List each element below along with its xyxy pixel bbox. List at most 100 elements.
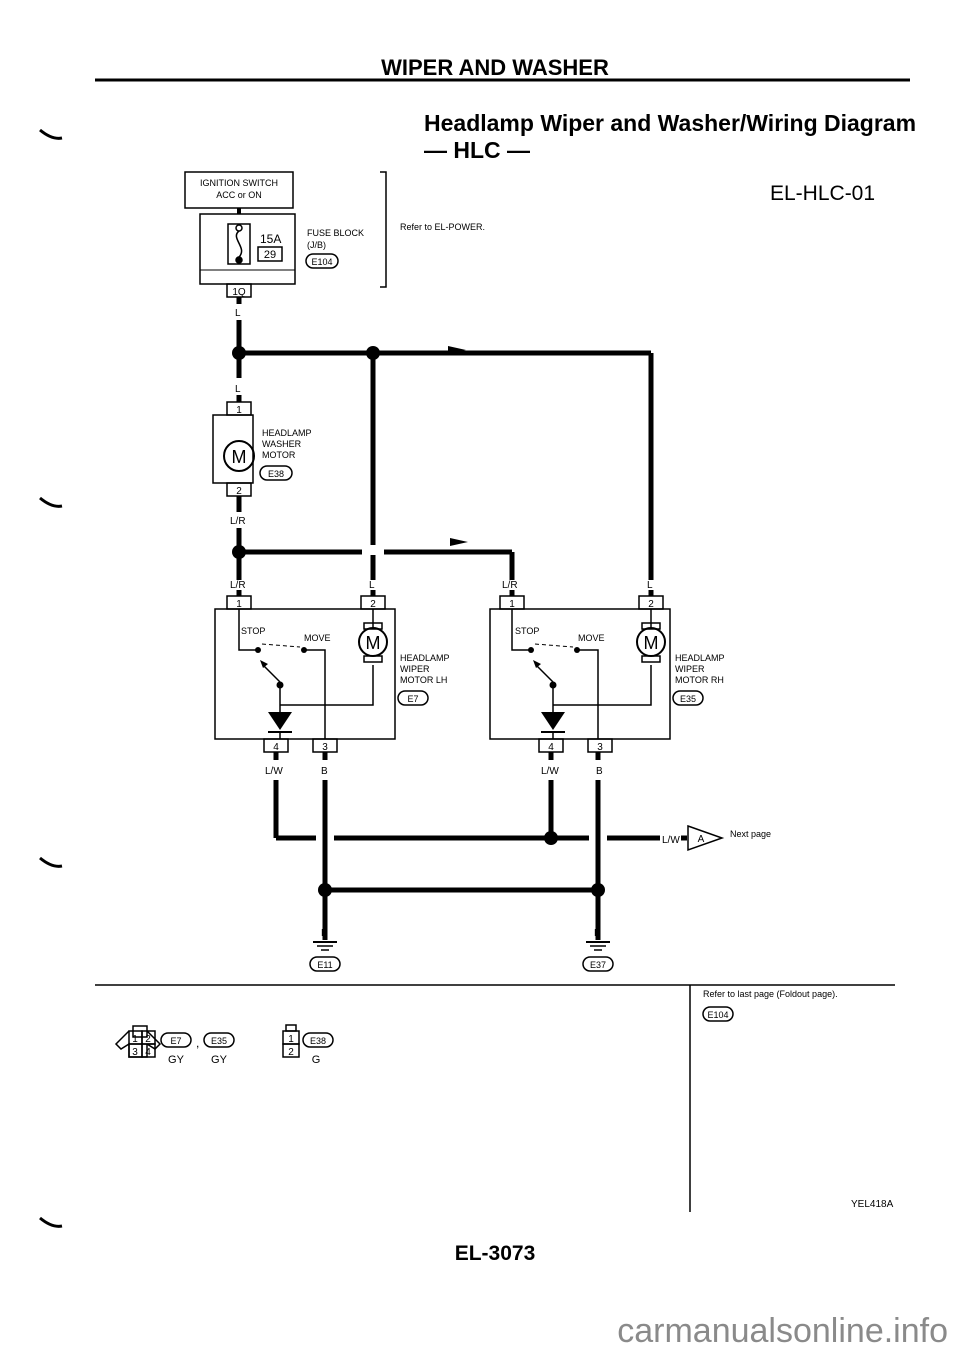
next-page-arrow-icon (687, 824, 725, 852)
legend-e104: E104 (707, 1010, 728, 1020)
washer-motor-label: HEADLAMP (262, 428, 312, 438)
lh-pin3: 3 (322, 742, 328, 753)
ignition-switch-label: IGNITION SWITCH (200, 178, 278, 188)
fuse-connector: E104 (311, 257, 332, 267)
washer-motor-label-2: WASHER (262, 439, 302, 449)
washer-pin-top: 1 (236, 405, 242, 416)
ground-connector-oval-2 (582, 956, 614, 972)
lh-motor-box (214, 608, 396, 740)
lh-motor-label-2: WIPER (400, 664, 430, 674)
junction-dot-3 (232, 545, 246, 559)
rh-motor-label-2: WIPER (675, 664, 705, 674)
legend-pin1: 1 (132, 1034, 138, 1045)
ground-connector-2: E37 (590, 960, 606, 970)
rh-pin1: 1 (509, 599, 515, 610)
wires-lr (236, 496, 515, 580)
rh-motor-label-3: MOTOR RH (675, 675, 724, 685)
legend-e38: E38 (310, 1036, 326, 1046)
legend-color-gy-2: GY (211, 1054, 228, 1066)
junction-dot-2 (366, 346, 380, 360)
rh-motor-m: M (644, 633, 659, 653)
diagram-code: EL-HLC-01 (770, 182, 875, 205)
legend-color-gy-1: GY (168, 1054, 185, 1066)
wire-label-l-rh: L (647, 580, 653, 591)
lh-motor-label-3: MOTOR LH (400, 675, 447, 685)
fuse-terminal: 1Q (232, 287, 246, 298)
wiper-motor-lh: 1 2 STOP MOVE M 4 3 (214, 590, 396, 753)
rh-connector: E35 (680, 694, 696, 704)
connector-face-e7-e35 (114, 1025, 162, 1058)
rh-stop: STOP (515, 626, 539, 636)
ground-icon-1 (313, 941, 337, 951)
next-page-label: Next page (730, 829, 771, 839)
legend-e7-oval (160, 1032, 192, 1048)
fuse-amps: 15A (260, 232, 281, 246)
refer-power: Refer to EL-POWER. (400, 222, 485, 232)
wire-label-b-rh: B (596, 766, 603, 777)
fuse-number-box (257, 246, 283, 262)
flow-arrow-icon-1 (448, 346, 466, 354)
lh-connector: E7 (407, 694, 418, 704)
wire-label-lr-lh: L/R (230, 580, 246, 591)
ground-connector-oval-1 (309, 956, 341, 972)
legend-pin2: 2 (145, 1034, 151, 1045)
flow-arrow-icon-2 (450, 538, 468, 546)
page-number: EL-3073 (455, 1242, 536, 1265)
lh-motor-symbol (358, 627, 388, 657)
junction-dot-6 (591, 883, 605, 897)
wire-label-l-2: L (235, 384, 241, 395)
lh-pin4: 4 (273, 742, 279, 753)
junction-dot-1 (232, 346, 246, 360)
wire-label-b-ground-2: B (594, 928, 601, 939)
legend-e38-pin1: 1 (288, 1034, 294, 1045)
rh-pin2: 2 (648, 599, 654, 610)
wire-label-l-lh: L (369, 580, 375, 591)
wire-label-lw-lh: L/W (265, 766, 283, 777)
ignition-switch-mode: ACC or ON (216, 190, 262, 200)
fuse-block-label: FUSE BLOCK (307, 228, 364, 238)
junction-dot-5 (318, 883, 332, 897)
washer-connector: E38 (268, 469, 284, 479)
legend-color-g: G (312, 1054, 321, 1066)
wire-label-b-ground-1: B (321, 928, 328, 939)
wire-label-b-lh: B (321, 766, 328, 777)
watermark: carmanualsonline.info (617, 1312, 948, 1350)
legend-code: YEL418A (851, 1199, 894, 1210)
refer-bracket (380, 171, 387, 288)
fuse-number: 29 (264, 249, 276, 261)
next-page-marker: A (698, 834, 705, 845)
wiper-motor-rh: 1 2 STOP MOVE M 4 3 (489, 590, 671, 753)
rh-move: MOVE (578, 633, 605, 643)
ground-connector-1: E11 (317, 960, 332, 970)
fuse-block-jb: (J/B) (307, 240, 326, 250)
washer-connector-oval (259, 465, 293, 481)
fuse-connector-oval (305, 253, 339, 269)
rh-motor-box (489, 608, 671, 740)
rh-motor-label: HEADLAMP (675, 653, 725, 663)
legend-pin3: 3 (132, 1047, 138, 1058)
wire-label-lr-rh: L/R (502, 580, 518, 591)
legend-e35: E35 (211, 1036, 227, 1046)
ground-icon-2 (586, 941, 610, 951)
washer-pin-bottom: 2 (236, 486, 242, 497)
lh-pin2: 2 (370, 599, 376, 610)
margin-marks (39, 128, 63, 1228)
washer-motor-symbol (223, 440, 255, 472)
wires-lw-b (273, 752, 660, 940)
diagram-subtitle: — HLC — (424, 137, 530, 163)
lh-motor-m: M (366, 633, 381, 653)
wire-label-lr-1: L/R (230, 516, 246, 527)
legend-e7: E7 (170, 1036, 181, 1046)
legend-e104-oval (702, 1006, 734, 1022)
wire-label-l-1: L (235, 308, 241, 319)
legend-refer-last: Refer to last page (Foldout page). (703, 989, 838, 999)
section-title: WIPER AND WASHER (381, 55, 609, 80)
rh-pin4: 4 (548, 742, 554, 753)
lh-connector-oval (397, 690, 429, 706)
lh-stop: STOP (241, 626, 265, 636)
lh-pin1: 1 (236, 599, 242, 610)
legend-e38-oval (302, 1032, 334, 1048)
wire-label-lw-rh: L/W (541, 766, 559, 777)
rh-connector-oval (672, 690, 704, 706)
